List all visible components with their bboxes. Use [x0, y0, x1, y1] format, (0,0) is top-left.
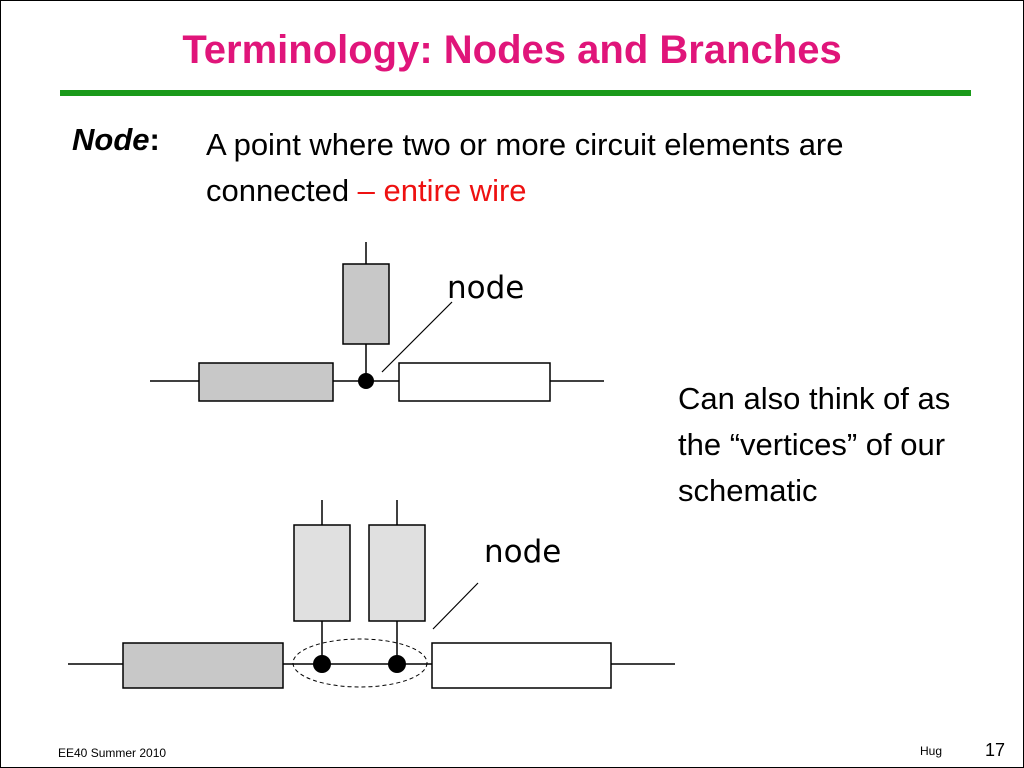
node-label-1: node — [447, 270, 524, 306]
definition-emphasis: – entire wire — [357, 173, 527, 208]
term-definition: A point where two or more circuit elemen… — [206, 122, 976, 214]
definition-text: A point where two or more circuit elemen… — [206, 127, 844, 208]
term-colon: : — [149, 122, 160, 157]
node-dot — [313, 655, 331, 673]
page-number: 17 — [985, 740, 1006, 760]
node-pointer — [381, 301, 453, 373]
diagram-single-node: node — [150, 242, 604, 402]
resistor-right — [431, 642, 612, 689]
resistor-right — [398, 362, 551, 402]
resistor-left — [198, 362, 334, 402]
title-underline — [60, 90, 971, 96]
term-word: Node — [72, 122, 150, 157]
slide-title: Terminology: Nodes and Branches — [182, 28, 842, 72]
footer-author: Hug — [920, 744, 943, 758]
resistor-left — [122, 642, 284, 689]
aside-note: Can also think of as the “vertices” of o… — [678, 381, 951, 508]
term-heading: Node: — [72, 122, 160, 158]
node-dot — [388, 655, 406, 673]
diagram-two-dots-one-node: node — [68, 500, 675, 689]
resistor-vertical — [342, 263, 390, 345]
node-pointer — [432, 582, 479, 630]
footer-course: EE40 Summer 2010 — [58, 746, 167, 760]
resistor-vertical-1 — [293, 524, 351, 622]
resistor-vertical-2 — [368, 524, 426, 622]
node-label-2: node — [484, 534, 561, 570]
node-dot — [358, 373, 374, 389]
node-enclosure — [292, 638, 428, 688]
